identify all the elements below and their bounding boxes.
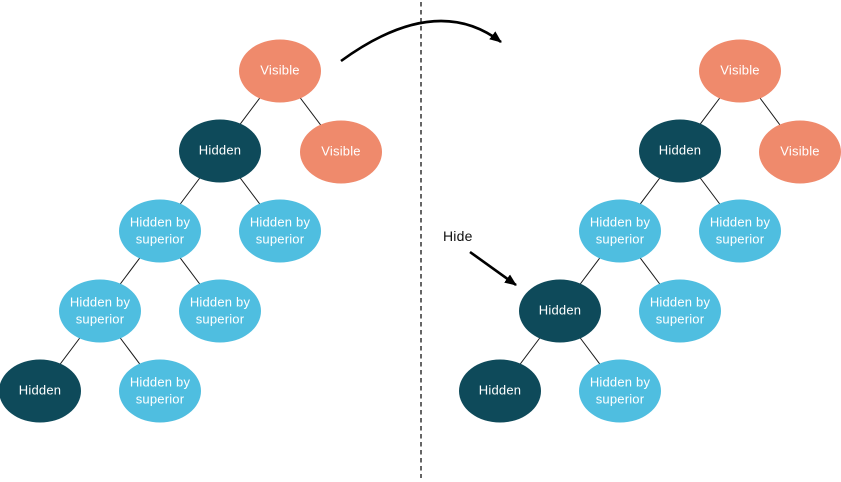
tree-node: Visible bbox=[239, 39, 321, 103]
tree-node: Hidden by superior bbox=[579, 359, 661, 423]
tree-node-label: Hidden by superior bbox=[589, 374, 651, 406]
tree-node: Hidden by superior bbox=[699, 199, 781, 263]
tree-node-label: Hidden by superior bbox=[129, 374, 191, 406]
tree-node-label: Visible bbox=[720, 62, 760, 78]
tree-node: Visible bbox=[300, 120, 382, 184]
tree-node-label: Hidden bbox=[538, 302, 582, 318]
tree-node-label: Hidden by superior bbox=[189, 294, 251, 326]
tree-node-label: Hidden by superior bbox=[69, 294, 131, 326]
transition-arrow bbox=[340, 19, 502, 63]
tree-node-label: Hidden by superior bbox=[129, 214, 191, 246]
tree-node: Hidden bbox=[639, 119, 721, 183]
tree-node: Hidden by superior bbox=[239, 199, 321, 263]
tree-node-label: Hidden bbox=[18, 382, 62, 398]
tree-node: Hidden bbox=[459, 359, 541, 423]
tree-node: Hidden by superior bbox=[579, 199, 661, 263]
tree-node-label: Hidden by superior bbox=[649, 294, 711, 326]
tree-node: Hidden bbox=[519, 279, 601, 343]
hide-arrow bbox=[469, 250, 517, 287]
tree-node: Hidden by superior bbox=[59, 279, 141, 343]
tree-node-label: Hidden bbox=[478, 382, 522, 398]
tree-node: Visible bbox=[759, 120, 841, 184]
tree-node: Hidden by superior bbox=[119, 359, 201, 423]
tree-node-label: Hidden by superior bbox=[709, 214, 771, 246]
tree-node-label: Hidden by superior bbox=[589, 214, 651, 246]
tree-node: Hidden by superior bbox=[639, 279, 721, 343]
tree-node: Hidden bbox=[179, 119, 261, 183]
tree-node-label: Hidden bbox=[198, 142, 242, 158]
tree-node-label: Hidden by superior bbox=[249, 214, 311, 246]
tree-node: Hidden bbox=[0, 359, 81, 423]
hide-annotation-label: Hide bbox=[443, 228, 473, 244]
tree-node-label: Visible bbox=[321, 143, 361, 159]
tree-node-label: Visible bbox=[260, 62, 300, 78]
tree-node: Visible bbox=[699, 39, 781, 103]
tree-node-label: Hidden bbox=[658, 142, 702, 158]
tree-node: Hidden by superior bbox=[119, 199, 201, 263]
tree-node: Hidden by superior bbox=[179, 279, 261, 343]
tree-node-label: Visible bbox=[780, 143, 820, 159]
